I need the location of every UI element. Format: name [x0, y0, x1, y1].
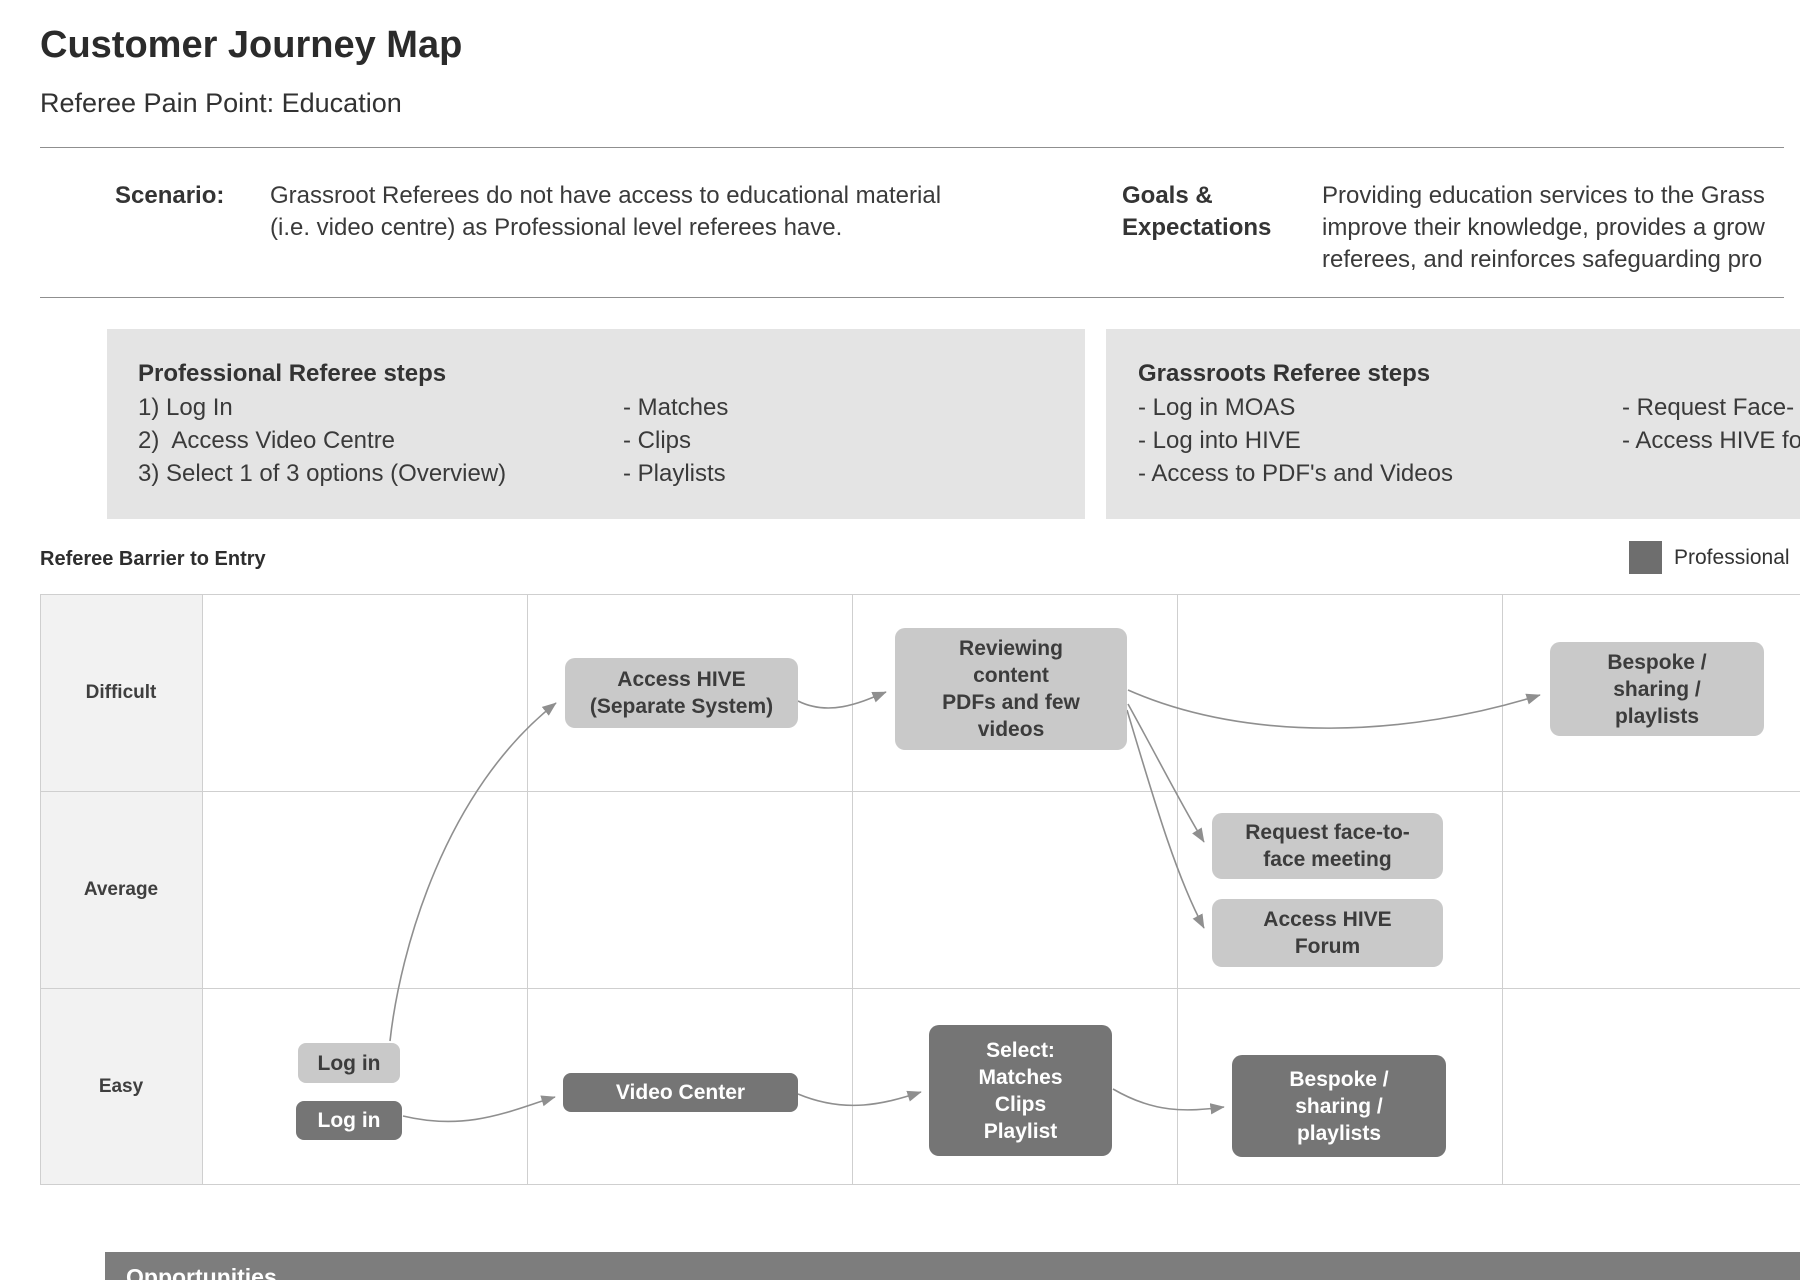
professional-substep-3: - Playlists	[623, 460, 726, 487]
legend-professional-label: Professional	[1674, 546, 1790, 569]
node-request-face-to-face: Request face-to- face meeting	[1212, 813, 1443, 879]
professional-steps-title: Professional Referee steps	[138, 360, 447, 387]
row-label-difficult: Difficult	[40, 594, 202, 791]
professional-step-1: 1) Log In	[138, 394, 233, 421]
grid-divider-col-4	[1177, 594, 1178, 1185]
grassroots-step-3: - Access to PDF's and Videos	[1138, 460, 1453, 487]
node-log-in-grassroots: Log in	[298, 1043, 400, 1083]
page-subtitle: Referee Pain Point: Education	[40, 88, 402, 118]
arrow-select-to-bespoke	[1112, 1088, 1225, 1115]
scenario-label: Scenario:	[115, 182, 225, 209]
goals-label: Goals & Expectations	[1122, 182, 1272, 241]
node-bespoke-sharing-playlists-grassroots: Bespoke / sharing / playlists	[1550, 642, 1764, 736]
goals-text: Providing education services to the Gras…	[1322, 182, 1765, 273]
scenario-text: Grassroot Referees do not have access to…	[270, 182, 942, 241]
grid-divider-row-2	[40, 988, 1800, 989]
node-select-options: Select: Matches Clips Playlist	[929, 1025, 1112, 1156]
node-access-hive: Access HIVE (Separate System)	[565, 658, 798, 728]
grassroots-steps-title: Grassroots Referee steps	[1138, 360, 1431, 387]
opportunities-title: Opportunities	[126, 1264, 277, 1280]
arrow-reviewing-to-forum	[1126, 709, 1205, 929]
arrow-login-to-hive	[389, 702, 557, 1042]
divider-bottom	[40, 297, 1784, 298]
grassroots-step-1: - Log in MOAS	[1138, 394, 1296, 421]
arrow-login-to-videocenter	[402, 1095, 556, 1123]
node-bespoke-sharing-playlists-professional: Bespoke / sharing / playlists	[1232, 1055, 1446, 1157]
grid-border-bottom	[40, 1184, 1800, 1185]
opportunities-bar	[105, 1252, 1800, 1280]
grid-divider-col-5	[1502, 594, 1503, 1185]
professional-step-3: 3) Select 1 of 3 options (Overview)	[138, 460, 507, 487]
arrow-reviewing-to-bespoke	[1127, 689, 1541, 729]
grassroots-steps-box	[1106, 329, 1800, 519]
legend-professional-swatch	[1629, 541, 1662, 574]
arrow-reviewing-to-request	[1127, 703, 1205, 843]
barrier-section-title: Referee Barrier to Entry	[40, 548, 266, 570]
professional-substep-2: - Clips	[623, 427, 692, 454]
grassroots-step-2: - Log into HIVE	[1138, 427, 1301, 454]
node-log-in-professional: Log in	[296, 1101, 402, 1140]
page-title: Customer Journey Map	[40, 24, 463, 66]
grid-divider-row-1	[40, 791, 1800, 792]
arrow-videocenter-to-select	[797, 1090, 922, 1107]
node-reviewing-content: Reviewing content PDFs and few videos	[895, 628, 1127, 750]
row-label-easy: Easy	[40, 988, 202, 1185]
node-access-hive-forum: Access HIVE Forum	[1212, 899, 1443, 967]
node-video-center: Video Center	[563, 1073, 798, 1112]
grid-divider-col-2	[527, 594, 528, 1185]
grid-divider-col-1	[202, 594, 203, 1185]
grid-border-left	[40, 594, 41, 1185]
professional-substep-1: - Matches	[623, 394, 729, 421]
divider-top	[40, 147, 1784, 148]
row-label-average: Average	[40, 791, 202, 988]
professional-step-2: 2) Access Video Centre	[138, 427, 396, 454]
grid-divider-col-3	[852, 594, 853, 1185]
grassroots-substep-1: - Request Face-	[1622, 394, 1795, 421]
grid-border-top	[40, 594, 1800, 595]
professional-steps-box	[107, 329, 1085, 519]
grassroots-substep-2: - Access HIVE fo	[1622, 427, 1800, 454]
arrow-hive-to-reviewing	[797, 691, 887, 709]
